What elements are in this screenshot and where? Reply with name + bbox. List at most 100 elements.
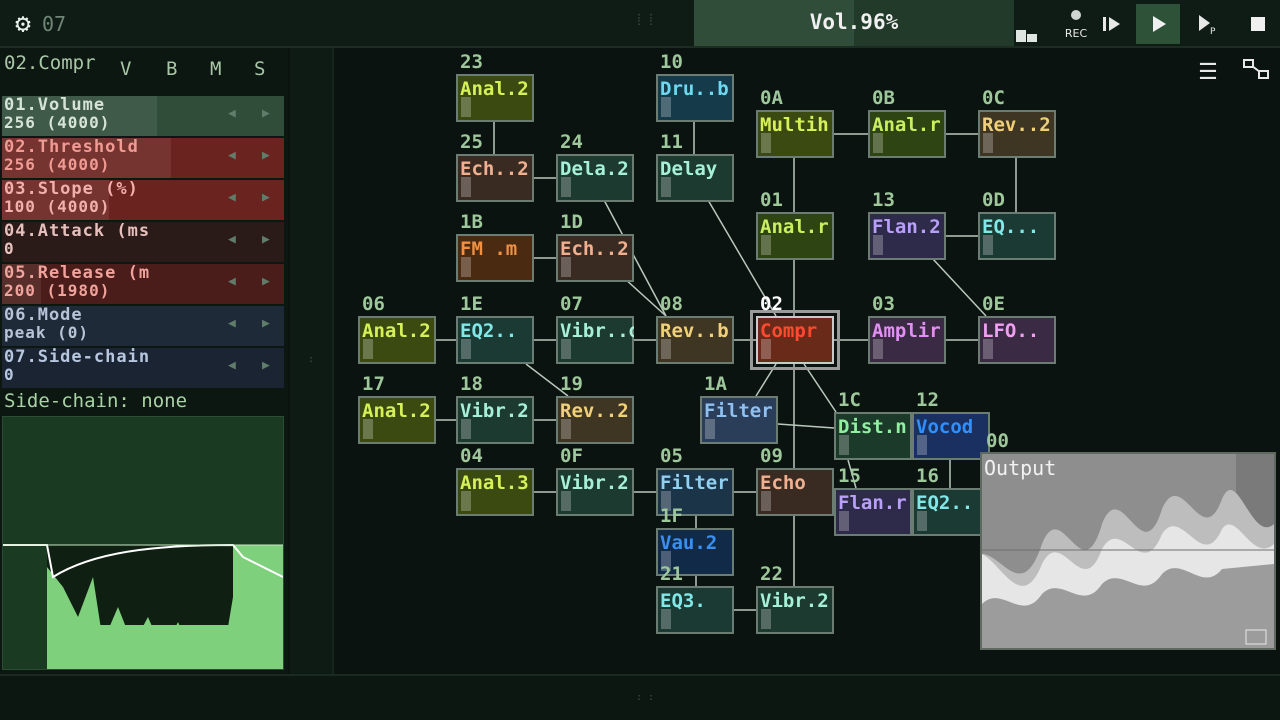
- decrement-arrow-icon[interactable]: ◀: [228, 358, 236, 373]
- decrement-arrow-icon[interactable]: ◀: [228, 232, 236, 247]
- node-label: Anal.2: [362, 320, 431, 342]
- node-id: 25: [460, 131, 483, 153]
- increment-arrow-icon[interactable]: ▶: [262, 274, 270, 289]
- increment-arrow-icon[interactable]: ▶: [262, 106, 270, 121]
- node-label: Ech..2: [460, 158, 529, 180]
- output-title: Output: [984, 456, 1057, 480]
- flag-solo[interactable]: S: [254, 58, 266, 80]
- increment-arrow-icon[interactable]: ▶: [262, 316, 270, 331]
- node-level-bar: [561, 257, 571, 277]
- play-pattern-button[interactable]: P: [1186, 4, 1230, 44]
- app-logo-icon[interactable]: ⚙: [15, 9, 31, 39]
- controller-row[interactable]: 03.Slope (%)100 (4000)◀▶: [2, 180, 284, 220]
- controller-name: 06.Mode: [4, 305, 83, 325]
- node-level-bar: [705, 419, 715, 439]
- increment-arrow-icon[interactable]: ▶: [262, 358, 270, 373]
- node-label: Anal.2: [362, 400, 431, 422]
- node-level-bar: [983, 339, 993, 359]
- decrement-arrow-icon[interactable]: ◀: [228, 274, 236, 289]
- bottom-bar[interactable]: : :: [0, 674, 1280, 720]
- node-id: 09: [760, 445, 783, 467]
- node-level-bar: [983, 133, 993, 153]
- record-button[interactable]: REC: [1054, 6, 1098, 46]
- increment-arrow-icon[interactable]: ▶: [262, 190, 270, 205]
- increment-arrow-icon[interactable]: ▶: [262, 148, 270, 163]
- node-label: Amplir: [872, 320, 941, 342]
- compressor-scope: [2, 416, 284, 670]
- output-node[interactable]: Output: [980, 452, 1276, 650]
- node-id: 04: [460, 445, 483, 467]
- menu-button[interactable]: ☰: [1198, 60, 1218, 85]
- play-icon: [1153, 16, 1166, 32]
- decrement-arrow-icon[interactable]: ◀: [228, 148, 236, 163]
- volume-slider[interactable]: Vol.96%: [694, 0, 1014, 46]
- decrement-arrow-icon[interactable]: ◀: [228, 190, 236, 205]
- flag-bypass[interactable]: B: [166, 58, 178, 80]
- controller-name: 04.Attack (ms: [4, 221, 151, 241]
- node-level-bar: [461, 419, 471, 439]
- increment-arrow-icon[interactable]: ▶: [262, 232, 270, 247]
- play-button[interactable]: [1136, 4, 1180, 44]
- flag-visualizer[interactable]: V: [120, 58, 132, 80]
- stop-button[interactable]: [1236, 4, 1280, 44]
- node-level-bar: [461, 97, 471, 117]
- resize-grip-icon[interactable]: : :: :: [636, 11, 655, 28]
- module-name[interactable]: 02.Compr: [4, 52, 96, 74]
- flag-mute[interactable]: M: [210, 58, 222, 80]
- node-label: Anal.r: [872, 114, 941, 136]
- decrement-arrow-icon[interactable]: ◀: [228, 106, 236, 121]
- node-label: Delay: [660, 158, 718, 180]
- link-mode-button[interactable]: [1234, 54, 1278, 94]
- rewind-button[interactable]: [1090, 4, 1134, 44]
- panel-divider[interactable]: :: [290, 48, 334, 674]
- decrement-arrow-icon[interactable]: ◀: [228, 316, 236, 331]
- window-layout-icon[interactable]: [1016, 26, 1038, 42]
- node-level-bar: [561, 419, 571, 439]
- record-label: REC: [1064, 27, 1088, 40]
- node-label: Vibr.2: [760, 590, 829, 612]
- node-id: 1E: [460, 293, 483, 315]
- scope-plot: [3, 543, 284, 669]
